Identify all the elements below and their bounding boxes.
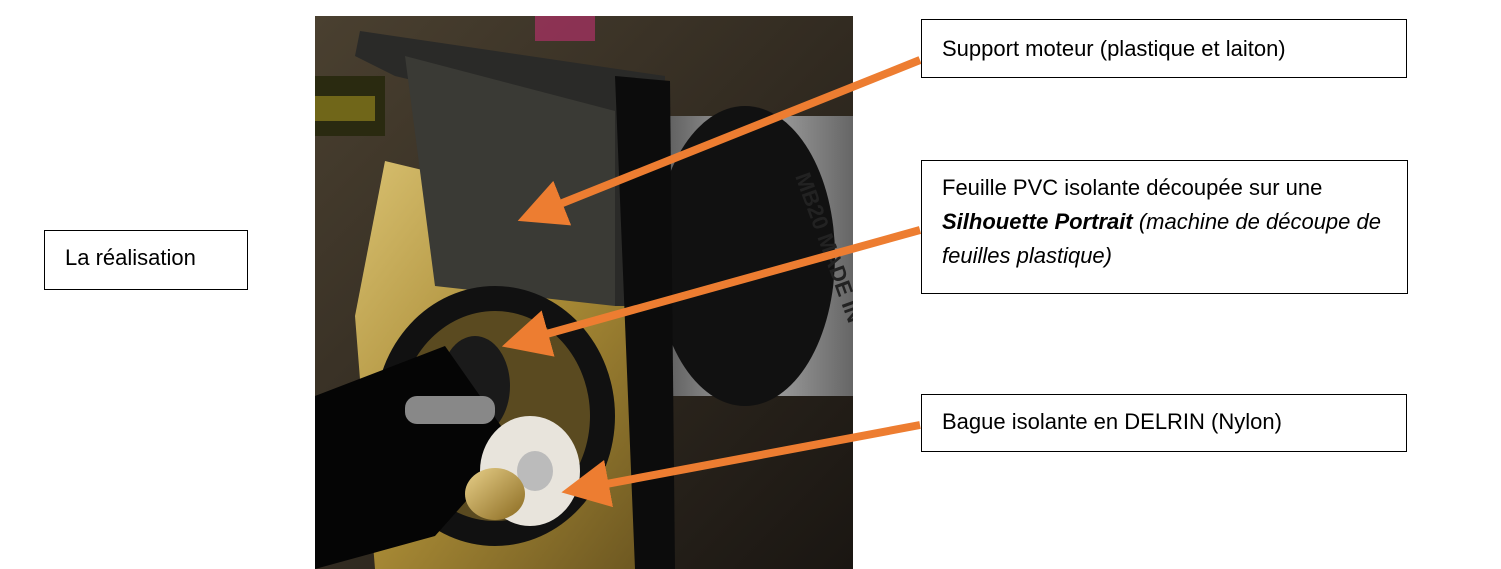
motor-assembly-photo: MB20 MADE IN [315,16,853,569]
title-label: La réalisation [65,245,196,270]
callout-bold-text: Silhouette Portrait [942,209,1133,234]
callout-text: Support moteur (plastique et laiton) [942,36,1286,61]
callout-italic-text: (machine de découpe de feuilles plastiqu… [942,209,1381,268]
callout-text: Bague isolante en DELRIN (Nylon) [942,409,1282,434]
title-box: La réalisation [44,230,248,290]
callout-text: Feuille PVC isolante découpée sur une [942,175,1323,200]
callout-support-moteur: Support moteur (plastique et laiton) [921,19,1407,78]
callout-bague-isolante: Bague isolante en DELRIN (Nylon) [921,394,1407,452]
callout-feuille-pvc: Feuille PVC isolante découpée sur une Si… [921,160,1408,294]
